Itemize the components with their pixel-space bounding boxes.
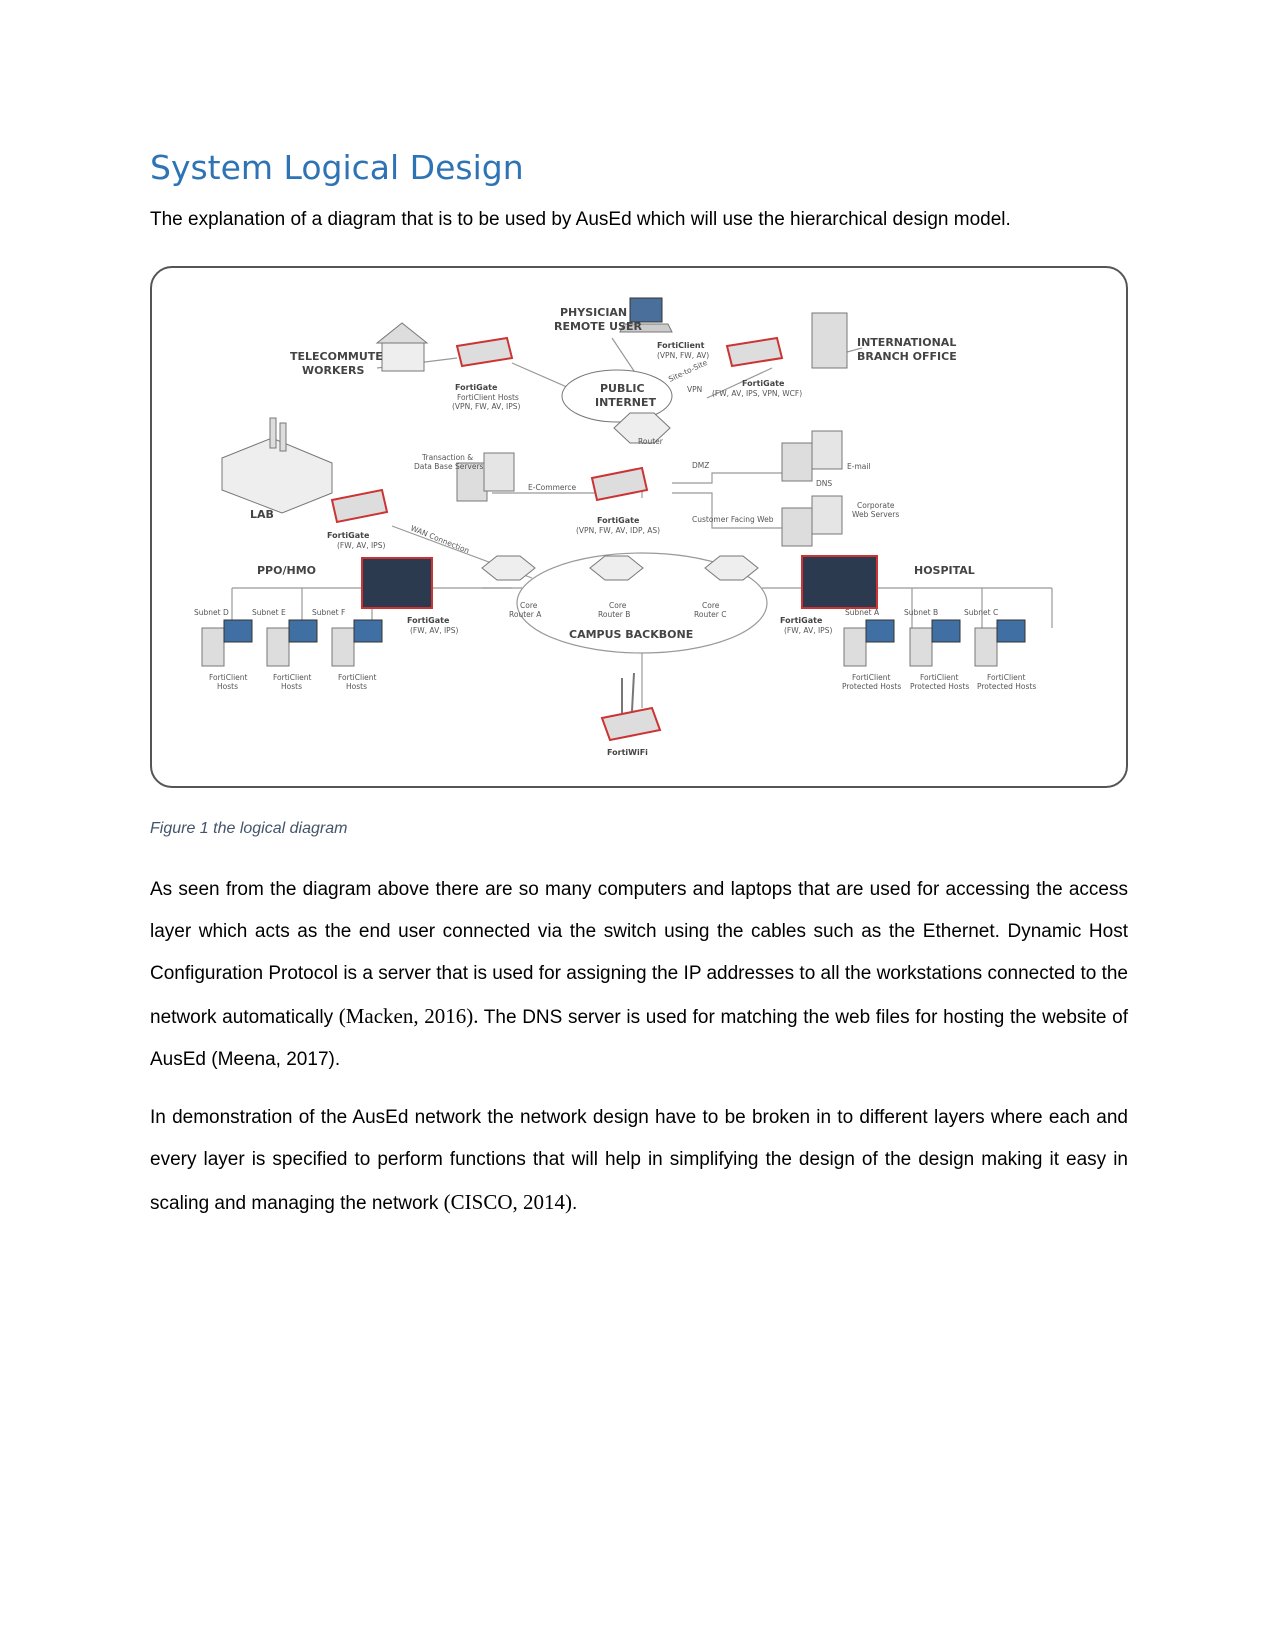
left-hosts-2-line-2: Hosts [281, 682, 302, 691]
forticlient-features: (VPN, FW, AV) [657, 351, 709, 360]
fortigate-appliance-icon [590, 466, 649, 502]
core-b-label-2: Router B [598, 610, 630, 619]
subnet-d-label: Subnet D [194, 608, 229, 617]
lab-label: LAB [250, 508, 274, 521]
ppo-features: (FW, AV, IPS) [410, 626, 458, 635]
international-label-2: BRANCH OFFICE [857, 350, 957, 363]
subnet-f-label: Subnet F [312, 608, 345, 617]
hospital-label: HOSPITAL [914, 564, 975, 577]
telecommute-hosts-1: FortiClient Hosts [457, 393, 519, 402]
fortigate-label-core: FortiGate [597, 516, 640, 525]
fortigate-appliance-icon [455, 336, 514, 368]
physician-label-2: REMOTE USER [554, 320, 642, 333]
fortigate-label-ppo: FortiGate [407, 616, 450, 625]
site-to-site-label: Site-to-Site [667, 358, 709, 384]
fortigate-appliance-icon [330, 488, 389, 524]
branch-features: (FW, AV, IPS, VPN, WCF) [712, 389, 802, 398]
paragraph-1-text-a: As seen from the diagram above there are… [150, 879, 1128, 1028]
right-hosts-1-line-2: Protected Hosts [842, 682, 901, 691]
figure-caption: Figure 1 the logical diagram [150, 820, 348, 837]
server-icon [781, 430, 843, 547]
left-hosts-3-line-2: Hosts [346, 682, 367, 691]
left-hosts-1-line-1: FortiClient [209, 673, 248, 682]
citation-macken: (Macken, 2016). [338, 1004, 479, 1028]
paragraph-2: In demonstration of the AusEd network th… [150, 1097, 1128, 1225]
core-fortigate-features: (VPN, FW, AV, IDP, AS) [576, 526, 660, 535]
telecommute-hosts-2: (VPN, FW, AV, IPS) [452, 402, 521, 411]
fortigate-label-hospital: FortiGate [780, 616, 823, 625]
right-hosts-3-line-2: Protected Hosts [977, 682, 1036, 691]
paragraph-2-text-b: . [571, 1193, 578, 1214]
core-c-label-2: Router C [694, 610, 726, 619]
section-heading: System Logical Design [150, 148, 524, 187]
hospital-features: (FW, AV, IPS) [784, 626, 832, 635]
chassis-icon [801, 555, 878, 609]
fortigate-label-telecommute: FortiGate [455, 383, 498, 392]
subnet-e-label: Subnet E [252, 608, 286, 617]
subnet-a-label: Subnet A [845, 608, 880, 617]
workstation-icon [201, 619, 383, 667]
left-hosts-1-line-2: Hosts [217, 682, 238, 691]
router-icon [613, 412, 671, 444]
ecommerce-label: E-Commerce [528, 483, 577, 492]
corporate-label-1: Corporate [857, 501, 895, 510]
subnet-c-label: Subnet C [964, 608, 998, 617]
dmz-label: DMZ [692, 461, 709, 470]
network-diagram: PHYSICIAN REMOTE USER FortiClient (VPN, … [194, 297, 1053, 757]
server-icon [456, 452, 515, 502]
transaction-label-2: Data Base Servers [414, 462, 484, 471]
forticlient-label: FortiClient [657, 341, 705, 350]
core-a-label-1: Core [520, 601, 538, 610]
router-label: Router [638, 437, 664, 446]
core-a-label-2: Router A [509, 610, 542, 619]
paragraph-1-text-b: The DNS server is used for matching the … [150, 1007, 1128, 1070]
lab-features: (FW, AV, IPS) [337, 541, 385, 550]
email-label: E-mail [847, 462, 871, 471]
international-label-1: INTERNATIONAL [857, 336, 956, 349]
core-b-label-1: Core [609, 601, 627, 610]
customer-facing-label: Customer Facing Web [692, 515, 774, 524]
building-icon [811, 312, 848, 369]
cloud-icon [561, 369, 673, 423]
paragraph-1: As seen from the diagram above there are… [150, 869, 1128, 1081]
core-c-label-1: Core [702, 601, 720, 610]
public-internet-label-1: PUBLIC [600, 382, 645, 395]
network-diagram-figure: PHYSICIAN REMOTE USER FortiClient (VPN, … [150, 266, 1128, 788]
right-hosts-2-line-1: FortiClient [920, 673, 959, 682]
right-hosts-3-line-1: FortiClient [987, 673, 1026, 682]
factory-icon [221, 417, 333, 514]
fortiwifi-label: FortiWiFi [607, 748, 648, 757]
telecommute-label-2: WORKERS [302, 364, 364, 377]
subnet-b-label: Subnet B [904, 608, 938, 617]
fortigate-label-lab: FortiGate [327, 531, 370, 540]
paragraph-2-text-a: In demonstration of the AusEd network th… [150, 1107, 1128, 1214]
left-hosts-2-line-1: FortiClient [273, 673, 312, 682]
house-icon [375, 322, 429, 372]
laptop-icon [619, 297, 673, 333]
dns-label: DNS [816, 479, 832, 488]
fortigate-label-branch: FortiGate [742, 379, 785, 388]
physician-label-1: PHYSICIAN [560, 306, 627, 319]
citation-cisco: (CISCO, 2014) [443, 1190, 572, 1214]
right-hosts-1-line-1: FortiClient [852, 673, 891, 682]
workstation-icon [843, 619, 1026, 667]
chassis-icon [361, 557, 433, 609]
campus-backbone-label: CAMPUS BACKBONE [569, 628, 693, 641]
ppo-label: PPO/HMO [257, 564, 316, 577]
right-hosts-2-line-2: Protected Hosts [910, 682, 969, 691]
corporate-label-2: Web Servers [852, 510, 899, 519]
telecommute-label-1: TELECOMMUTE [290, 350, 383, 363]
public-internet-label-2: INTERNET [595, 396, 657, 409]
router-icon [481, 555, 759, 581]
left-hosts-3-line-1: FortiClient [338, 673, 377, 682]
wifi-router-icon [600, 672, 662, 742]
fortigate-appliance-icon [725, 336, 784, 368]
transaction-label-1: Transaction & [421, 453, 473, 462]
vpn-label: VPN [687, 385, 702, 394]
wan-label: WAN Connection [409, 524, 471, 556]
intro-text: The explanation of a diagram that is to … [150, 209, 1011, 230]
